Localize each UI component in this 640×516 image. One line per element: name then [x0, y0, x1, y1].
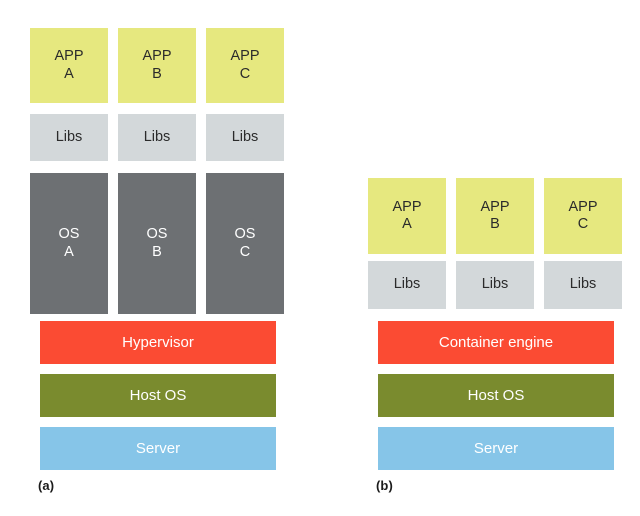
panel-a-app-box-1-line1: APP: [54, 48, 84, 65]
panel-b-app-box-1: APP A: [368, 178, 446, 254]
panel-a-libs-box-2: Libs: [118, 114, 196, 161]
panel-a-guest-os-box-2: OS B: [118, 173, 196, 314]
panel-a-libs-box-1-label: Libs: [55, 128, 83, 145]
panel-a-guest-os-box-1: OS A: [30, 173, 108, 314]
panel-a-hypervisor-label: Hypervisor: [122, 334, 194, 351]
panel-a-app-box-2-line2: B: [152, 65, 162, 82]
panel-a-host-os-bar: Host OS: [40, 374, 276, 417]
panel-a-libs-box-3: Libs: [206, 114, 284, 161]
panel-b-app-box-1-line2: A: [402, 216, 412, 232]
panel-b-app-box-1-line1: APP: [392, 198, 422, 215]
panel-b-server-label: Server: [473, 440, 519, 457]
panel-a-guest-os-box-3-line2: C: [239, 243, 251, 260]
panel-b-app-box-3-line1: APP: [568, 198, 598, 215]
panel-b-libs-box-3-label: Libs: [569, 276, 597, 293]
panel-b-libs-box-1: Libs: [368, 261, 446, 309]
panel-a-guest-os-box-2-line2: B: [152, 243, 162, 260]
panel-a-app-box-3-line1: APP: [230, 48, 260, 65]
panel-b-app-box-3: APP C: [544, 178, 622, 254]
panel-b-app-box-2-line1: APP: [480, 198, 510, 215]
panel-b-caption: (b): [376, 478, 393, 493]
panel-b-libs-box-2-label: Libs: [481, 276, 509, 293]
panel-a-guest-os-box-1-line1: OS: [58, 226, 80, 243]
panel-a-app-box-3-line2: C: [239, 65, 251, 82]
panel-b-container-engine-bar: Container engine: [378, 321, 614, 364]
panel-a-guest-os-box-1-line2: A: [64, 243, 74, 260]
panel-b-app-box-3-line2: C: [577, 216, 589, 232]
panel-b-libs-box-1-label: Libs: [393, 276, 421, 293]
panel-a-guest-os-box-3-line1: OS: [234, 226, 256, 243]
panel-a-libs-box-1: Libs: [30, 114, 108, 161]
panel-b-libs-box-3: Libs: [544, 261, 622, 309]
panel-a-hypervisor-bar: Hypervisor: [40, 321, 276, 364]
panel-a-libs-box-3-label: Libs: [231, 128, 259, 145]
panel-a-server-bar: Server: [40, 427, 276, 470]
panel-a-guest-os-box-3: OS C: [206, 173, 284, 314]
panel-b-host-os-label: Host OS: [467, 387, 525, 404]
panel-a-app-box-2-line1: APP: [142, 48, 172, 65]
panel-b-host-os-bar: Host OS: [378, 374, 614, 417]
panel-a-server-label: Server: [135, 440, 181, 457]
panel-b-libs-box-2: Libs: [456, 261, 534, 309]
panel-a-caption: (a): [38, 478, 55, 493]
panel-b-container-engine-label: Container engine: [438, 334, 554, 351]
panel-a-app-box-1-line2: A: [64, 65, 74, 82]
panel-a-app-box-2: APP B: [118, 28, 196, 103]
panel-a-libs-box-2-label: Libs: [143, 128, 171, 145]
panel-a-host-os-label: Host OS: [129, 387, 187, 404]
panel-a-app-box-1: APP A: [30, 28, 108, 103]
panel-b-app-box-2: APP B: [456, 178, 534, 254]
panel-b-app-box-2-line2: B: [490, 216, 500, 232]
panel-a-app-box-3: APP C: [206, 28, 284, 103]
panel-a-guest-os-box-2-line1: OS: [146, 226, 168, 243]
panel-b-server-bar: Server: [378, 427, 614, 470]
